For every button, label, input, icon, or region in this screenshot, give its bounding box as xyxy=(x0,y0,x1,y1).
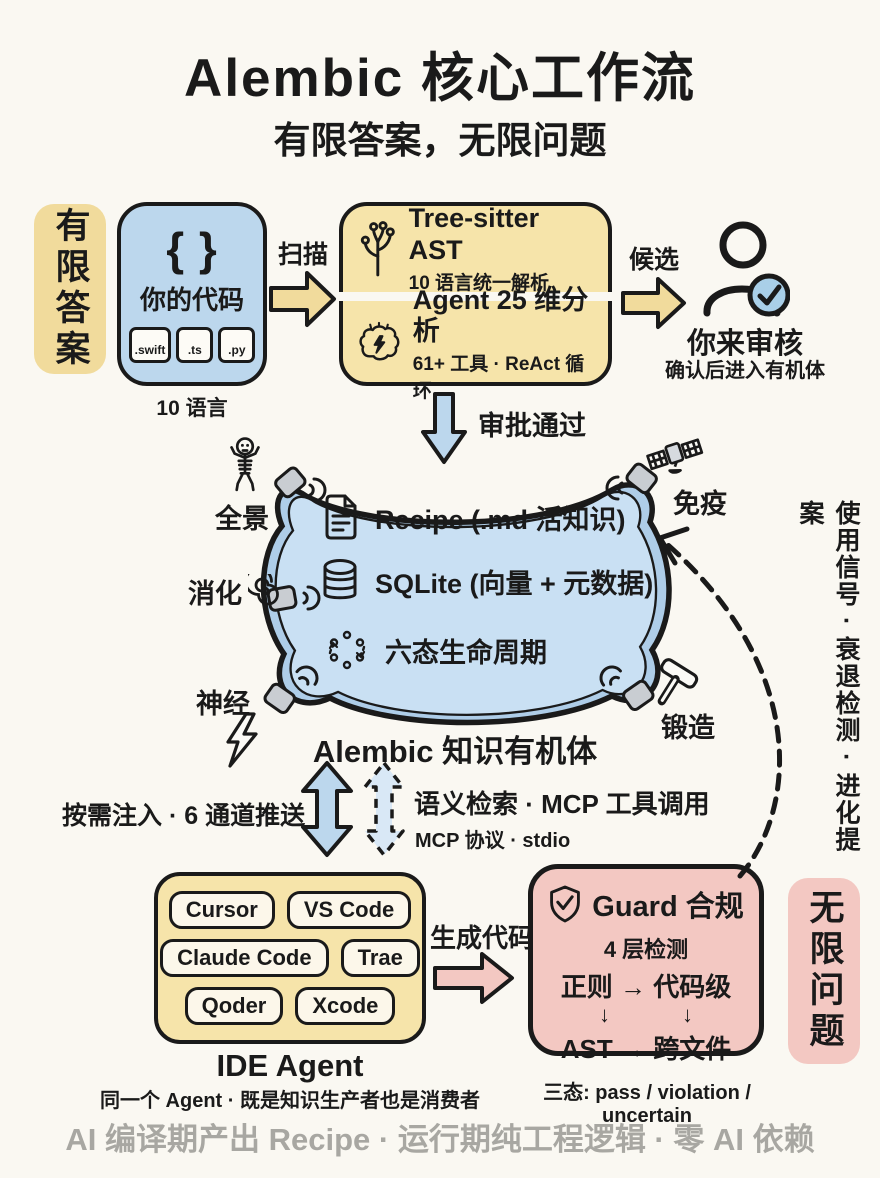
approve-arrow-label: 审批通过 xyxy=(478,411,586,441)
generate-code-arrow xyxy=(433,952,514,1004)
panorama-label: 全景 xyxy=(215,504,269,534)
tree-sitter-title: Tree-sitter AST xyxy=(408,203,540,265)
push-channel-label: 按需注入 · 6 通道推送 xyxy=(62,802,306,830)
hammer-icon xyxy=(657,658,699,706)
mcp-channel-arrow xyxy=(363,761,405,857)
scan-arrow-icon xyxy=(269,271,336,327)
guard-box: Guard 合规 4 层检测 正则 → 代码级 ↓ ↓ AST → 跨文件 xyxy=(528,864,764,1064)
feedback-label: 使用信号 · 衰退检测 · 进化提案 xyxy=(796,500,860,854)
ide-pill-xcode: Xcode xyxy=(295,987,396,1025)
candidate-arrow-label: 候选 xyxy=(628,246,679,274)
languages-caption: 10 语言 xyxy=(156,397,228,420)
ide-row: Qoder Xcode xyxy=(164,987,416,1025)
organism-label: Alembic 知识有机体 xyxy=(312,734,598,769)
ide-agent-caption: 同一个 Agent · 既是知识生产者也是消费者 xyxy=(100,1090,480,1112)
organism-blob xyxy=(260,462,672,726)
your-code-box: { } 你的代码 .swift .ts .py xyxy=(117,202,267,386)
tree-sitter-subtitle: 10 语言统一解析 xyxy=(408,272,550,294)
blob-connector xyxy=(263,682,296,715)
review-subtitle: 确认后进入有机体 xyxy=(665,360,825,382)
blob-connector xyxy=(274,466,307,499)
digestion-label: 消化 xyxy=(188,579,242,609)
mcp-protocol-label: MCP 协议 · stdio xyxy=(415,830,571,852)
down-arrow-icon: ↓ xyxy=(682,1002,693,1027)
scan-arrow-label: 扫描 xyxy=(277,241,328,269)
finite-answers-label: 有限答案 xyxy=(50,207,90,371)
document-icon xyxy=(325,494,357,540)
guard-title: Guard 合规 xyxy=(592,891,744,923)
ide-agent-box: Cursor VS Code Claude Code Trae Qoder Xc… xyxy=(154,872,426,1044)
page-subtitle: 有限答案，无限问题 xyxy=(273,120,607,161)
ide-pill-cursor: Cursor xyxy=(168,891,275,929)
blob-connector xyxy=(266,585,298,612)
database-icon xyxy=(323,559,357,600)
lightning-icon xyxy=(226,712,258,768)
ide-agent-label: IDE Agent xyxy=(216,1048,364,1083)
ts-file-badge: .ts xyxy=(176,326,214,363)
finite-answers-badge: 有限答案 xyxy=(34,204,106,374)
nerve-label: 神经 xyxy=(196,689,250,719)
ide-pill-vscode: VS Code xyxy=(286,891,412,929)
retrieve-channel-label: 语义检索 · MCP 工具调用 xyxy=(414,789,710,819)
ide-pill-claudecode: Claude Code xyxy=(160,939,329,977)
recipe-row: Recipe (.md 活知识) xyxy=(322,494,626,540)
down-arrow-icon: ↓ xyxy=(599,1002,610,1027)
tree-sitter-row: Tree-sitter AST 10 语言统一解析 xyxy=(343,203,608,294)
guard-subtitle: 4 层检测 xyxy=(603,937,689,962)
feedback-curve-arrow xyxy=(657,526,782,879)
brain-icon xyxy=(359,321,400,361)
ide-row: Cursor VS Code xyxy=(164,891,416,929)
spiral-icon xyxy=(248,574,279,606)
your-code-label: 你的代码 xyxy=(139,284,244,315)
guard-layer-row2: AST → 跨文件 xyxy=(560,1034,732,1064)
skeleton-icon xyxy=(230,437,260,492)
analysis-box: Tree-sitter AST 10 语言统一解析 Agent 25 维分析 6… xyxy=(338,202,613,402)
guard-down-arrows: ↓ ↓ xyxy=(571,1004,721,1026)
tree-icon xyxy=(360,221,395,277)
lifecycle-icon xyxy=(328,630,366,670)
review-title: 你来审核 xyxy=(686,328,803,360)
blob-connector xyxy=(625,462,658,495)
lifecycle-text: 六态生命周期 xyxy=(385,637,547,668)
braces-icon: { } xyxy=(166,222,218,275)
approve-arrow-icon xyxy=(421,392,467,464)
agent-analysis-subtitle: 61+ 工具 · ReAct 循环 xyxy=(412,354,585,403)
lifecycle-row: 六态生命周期 xyxy=(324,628,547,672)
satellite-icon xyxy=(646,438,704,474)
generate-code-label: 生成代码 xyxy=(430,923,535,953)
infinite-questions-label: 无限问题 xyxy=(804,889,844,1053)
agent-analysis-title: Agent 25 维分析 xyxy=(412,284,589,346)
ide-pill-qoder: Qoder xyxy=(184,987,284,1025)
infinite-questions-badge: 无限问题 xyxy=(788,878,860,1064)
guard-caption: 三态: pass / violation / uncertain xyxy=(543,1082,751,1127)
ide-pill-trae: Trae xyxy=(340,939,420,977)
agent-analysis-row: Agent 25 维分析 61+ 工具 · ReAct 循环 xyxy=(343,285,608,402)
blob-connector xyxy=(622,679,655,712)
shield-check-icon xyxy=(550,885,581,923)
file-badges: .swift .ts .py xyxy=(128,326,256,363)
guard-title-row: Guard 合规 xyxy=(548,883,744,925)
sqlite-row: SQLite (向量 + 元数据) xyxy=(320,558,653,604)
ide-row: Claude Code Trae xyxy=(160,939,420,977)
push-channel-arrow xyxy=(301,761,353,857)
footer-caption: AI 编译期产出 Recipe · 运行期纯工程逻辑 · 零 AI 依赖 xyxy=(65,1122,815,1157)
py-file-badge: .py xyxy=(218,326,256,363)
forge-label: 锻造 xyxy=(661,713,715,743)
page-title: Alembic 核心工作流 xyxy=(184,49,696,108)
swift-file-badge: .swift xyxy=(128,326,172,363)
recipe-text: Recipe (.md 活知识) xyxy=(375,504,626,535)
guard-layer-row1: 正则 → 代码级 xyxy=(560,972,732,1002)
person-check-icon xyxy=(703,221,790,317)
sqlite-text: SQLite (向量 + 元数据) xyxy=(375,568,654,599)
immunity-label: 免疫 xyxy=(673,489,727,519)
candidate-arrow-icon xyxy=(621,277,686,329)
divider xyxy=(338,292,613,301)
